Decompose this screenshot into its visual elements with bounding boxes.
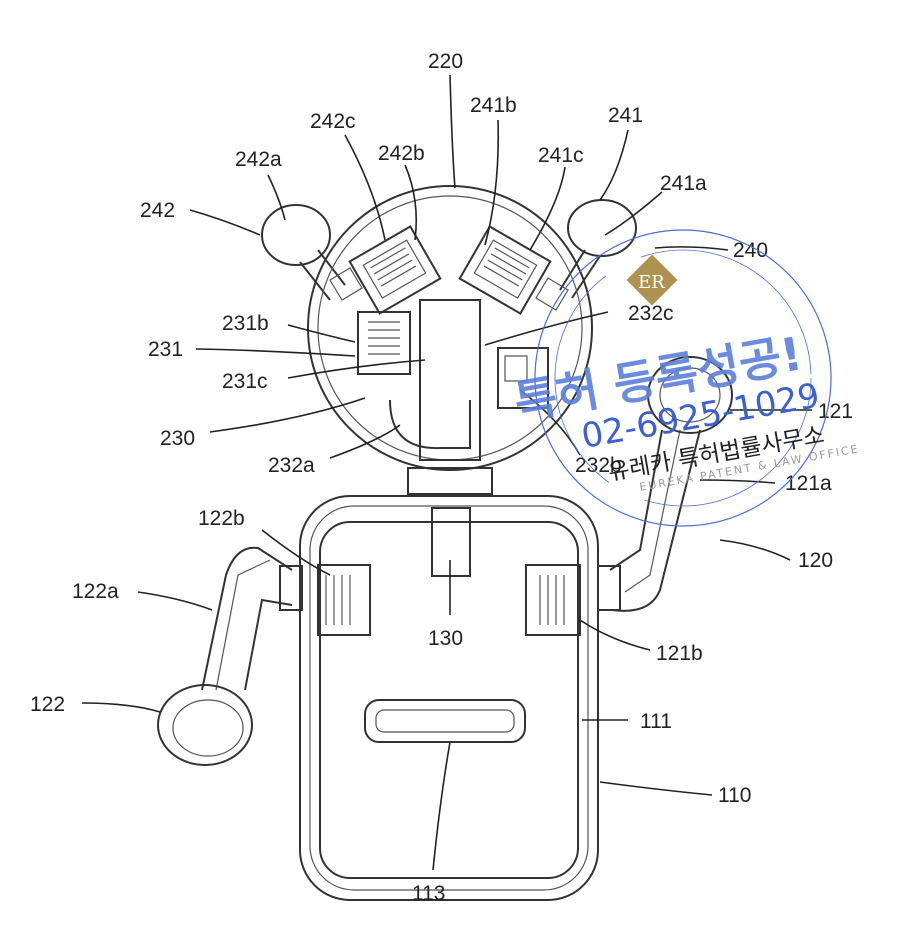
label-110: 110	[718, 784, 751, 807]
label-242c: 242c	[310, 110, 356, 133]
right-ear	[560, 200, 636, 298]
body	[300, 496, 598, 900]
label-231c: 231c	[222, 370, 268, 393]
label-241a: 241a	[660, 172, 707, 195]
left-arm	[158, 548, 302, 765]
er-logo-text: ER	[638, 272, 665, 293]
label-122b: 122b	[198, 507, 245, 530]
label-232c: 232c	[628, 302, 674, 325]
label-122: 122	[30, 693, 65, 716]
label-121a: 121a	[785, 472, 832, 495]
label-121: 121	[818, 400, 853, 423]
label-241: 241	[608, 104, 643, 127]
label-130: 130	[428, 627, 463, 650]
label-242a: 242a	[235, 148, 282, 171]
head	[308, 186, 592, 470]
label-242b: 242b	[378, 142, 425, 165]
label-241c: 241c	[538, 144, 584, 167]
label-120: 120	[798, 549, 833, 572]
label-241b: 241b	[470, 94, 517, 117]
neck	[408, 468, 492, 494]
label-230: 230	[160, 427, 195, 450]
label-220: 220	[428, 50, 463, 73]
label-232a: 232a	[268, 454, 315, 477]
label-231b: 231b	[222, 312, 269, 335]
label-231: 231	[148, 338, 183, 361]
label-242: 242	[140, 199, 175, 222]
label-111: 111	[640, 710, 672, 733]
left-ear	[262, 205, 345, 300]
label-113: 113	[412, 882, 445, 905]
label-240: 240	[733, 239, 768, 262]
label-122a: 122a	[72, 580, 119, 603]
label-121b: 121b	[656, 642, 703, 665]
